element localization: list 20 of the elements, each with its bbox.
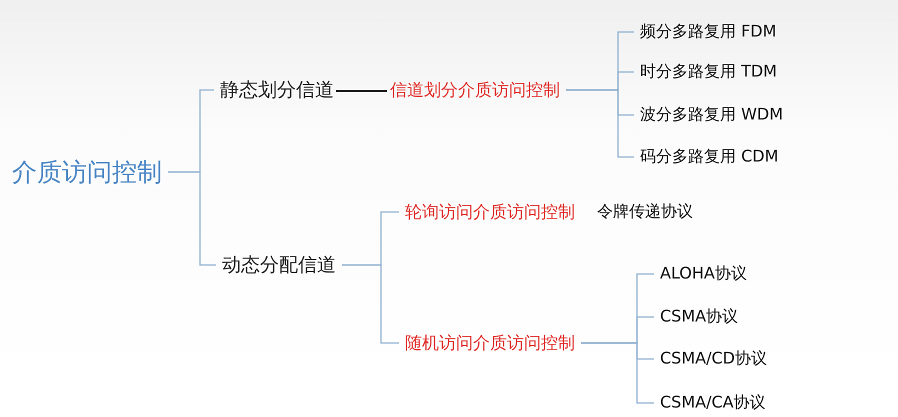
tree-node-text: 静态划分信道 bbox=[220, 77, 334, 103]
tree-node-text: 轮询访问介质访问控制 令牌传递协议 bbox=[405, 200, 693, 224]
bracket-connector bbox=[342, 264, 399, 344]
tree-node-text: CSMA/CA协议 bbox=[660, 392, 766, 414]
bracket-connector bbox=[566, 89, 634, 158]
tree-node-text: 随机访问介质访问控制 bbox=[405, 332, 575, 354]
tree-node-text: 信道划分介质访问控制 bbox=[390, 78, 560, 102]
bracket-connector bbox=[168, 171, 216, 266]
tree-node-text: 介质访问控制 bbox=[12, 156, 162, 188]
tree-node-text: 波分多路复用 WDM bbox=[640, 104, 784, 126]
tree-node-text: 动态分配信道 bbox=[222, 252, 336, 278]
dash-connector bbox=[336, 90, 387, 92]
tree-node-text: 码分多路复用 CDM bbox=[640, 146, 778, 168]
tree-node-text: CSMA/CD协议 bbox=[660, 348, 767, 370]
tree-node-text: CSMA协议 bbox=[660, 306, 738, 328]
tree-node-text: ALOHA协议 bbox=[660, 264, 747, 284]
tree-node-text: 时分多路复用 TDM bbox=[640, 62, 777, 82]
bracket-connector bbox=[581, 342, 654, 404]
beside-note: 令牌传递协议 bbox=[597, 202, 693, 222]
tree-node-text: 频分多路复用 FDM bbox=[640, 22, 776, 42]
